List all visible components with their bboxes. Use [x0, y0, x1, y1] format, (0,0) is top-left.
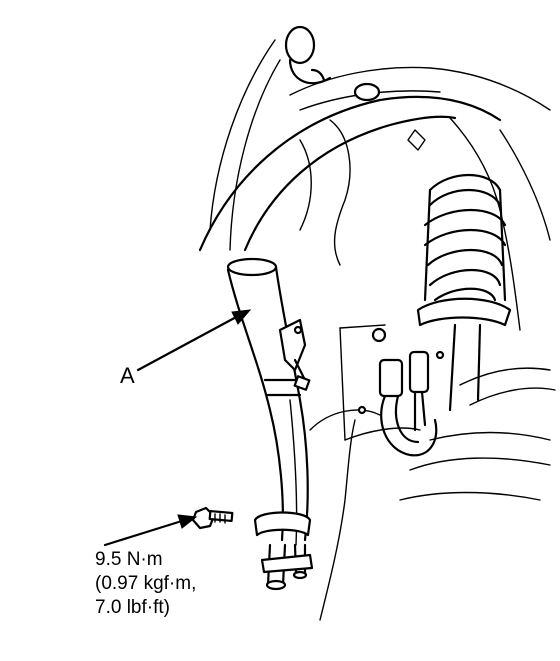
fuel-filler-pipe — [226, 257, 309, 591]
shock-absorber — [416, 173, 512, 412]
upper-mount — [284, 25, 426, 151]
callout-a-label: A — [120, 363, 135, 388]
pipe-bracket-upper — [278, 318, 311, 391]
mounting-bolt — [191, 506, 234, 530]
torque-spec-label: 9.5 N·m (0.97 kgf·m, 7.0 lbf·ft) — [95, 548, 196, 620]
leader-arrows — [103, 309, 252, 547]
brake-hoses — [339, 324, 445, 457]
torque-spec-line-2: (0.97 kgf·m, — [95, 573, 197, 594]
torque-spec-line-3: 7.0 lbf·ft) — [95, 597, 170, 618]
torque-spec-line-1: 9.5 N·m — [95, 549, 163, 570]
pipe-clamp-lower — [253, 511, 314, 574]
